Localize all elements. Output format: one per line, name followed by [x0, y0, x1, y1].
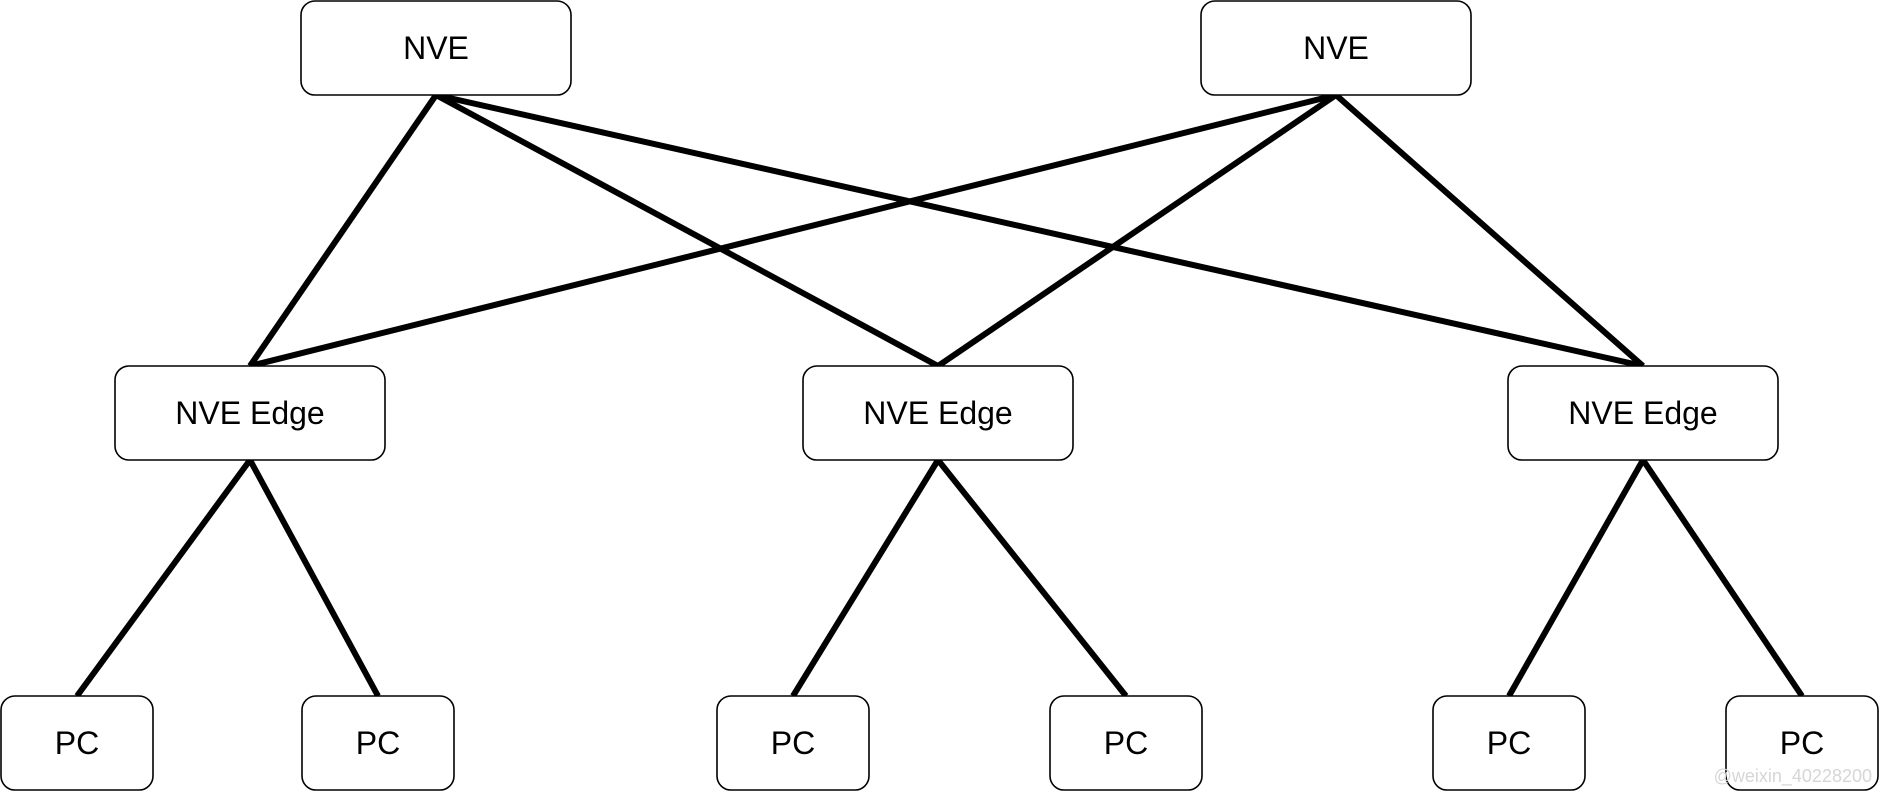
- node-box-pc-4: [1049, 695, 1203, 791]
- node-label-pc-1: PC: [55, 725, 99, 761]
- links-layer: [74, 92, 1805, 698]
- node-label-edge-1: NVE Edge: [175, 395, 324, 431]
- link-nve-2-to-edge-2: [936, 92, 1338, 369]
- link-nve-1-to-edge-3: [435, 92, 1644, 369]
- link-nve-1-to-edge-2: [434, 92, 940, 369]
- node-label-pc-2: PC: [356, 725, 400, 761]
- node-nve-1: NVE: [300, 0, 572, 96]
- node-label-pc-6: PC: [1780, 725, 1824, 761]
- node-pc-4: PC: [1049, 695, 1203, 791]
- node-box-pc-6: [1725, 695, 1879, 791]
- node-pc-6: PC: [1725, 695, 1879, 791]
- link-edge-3-to-pc-6: [1640, 458, 1805, 698]
- node-edge-1: NVE Edge: [114, 365, 386, 461]
- node-label-edge-2: NVE Edge: [863, 395, 1012, 431]
- node-nve-2: NVE: [1200, 0, 1472, 96]
- node-label-nve-1: NVE: [403, 30, 469, 66]
- node-box-pc-3: [716, 695, 870, 791]
- watermark-text: @weixin_40228200: [1714, 766, 1872, 787]
- node-box-nve-1: [300, 0, 572, 96]
- link-nve-1-to-edge-1: [247, 93, 439, 368]
- node-label-pc-4: PC: [1104, 725, 1148, 761]
- node-box-edge-2: [802, 365, 1074, 461]
- link-nve-2-to-edge-1: [249, 92, 1337, 369]
- node-edge-3: NVE Edge: [1507, 365, 1779, 461]
- node-box-pc-2: [301, 695, 455, 791]
- link-edge-1-to-pc-1: [74, 458, 253, 698]
- node-label-edge-3: NVE Edge: [1568, 395, 1717, 431]
- node-box-edge-3: [1507, 365, 1779, 461]
- link-edge-1-to-pc-2: [247, 458, 381, 698]
- node-label-pc-5: PC: [1487, 725, 1531, 761]
- link-edge-2-to-pc-4: [935, 458, 1129, 698]
- node-pc-3: PC: [716, 695, 870, 791]
- node-pc-1: PC: [0, 695, 154, 791]
- node-pc-2: PC: [301, 695, 455, 791]
- node-edge-2: NVE Edge: [802, 365, 1074, 461]
- node-box-pc-1: [0, 695, 154, 791]
- node-label-nve-2: NVE: [1303, 30, 1369, 66]
- node-label-pc-3: PC: [771, 725, 815, 761]
- node-box-edge-1: [114, 365, 386, 461]
- link-edge-2-to-pc-3: [790, 458, 941, 698]
- node-box-pc-5: [1432, 695, 1586, 791]
- node-pc-5: PC: [1432, 695, 1586, 791]
- link-edge-3-to-pc-5: [1506, 458, 1646, 698]
- node-box-nve-2: [1200, 0, 1472, 96]
- link-nve-2-to-edge-3: [1334, 92, 1645, 369]
